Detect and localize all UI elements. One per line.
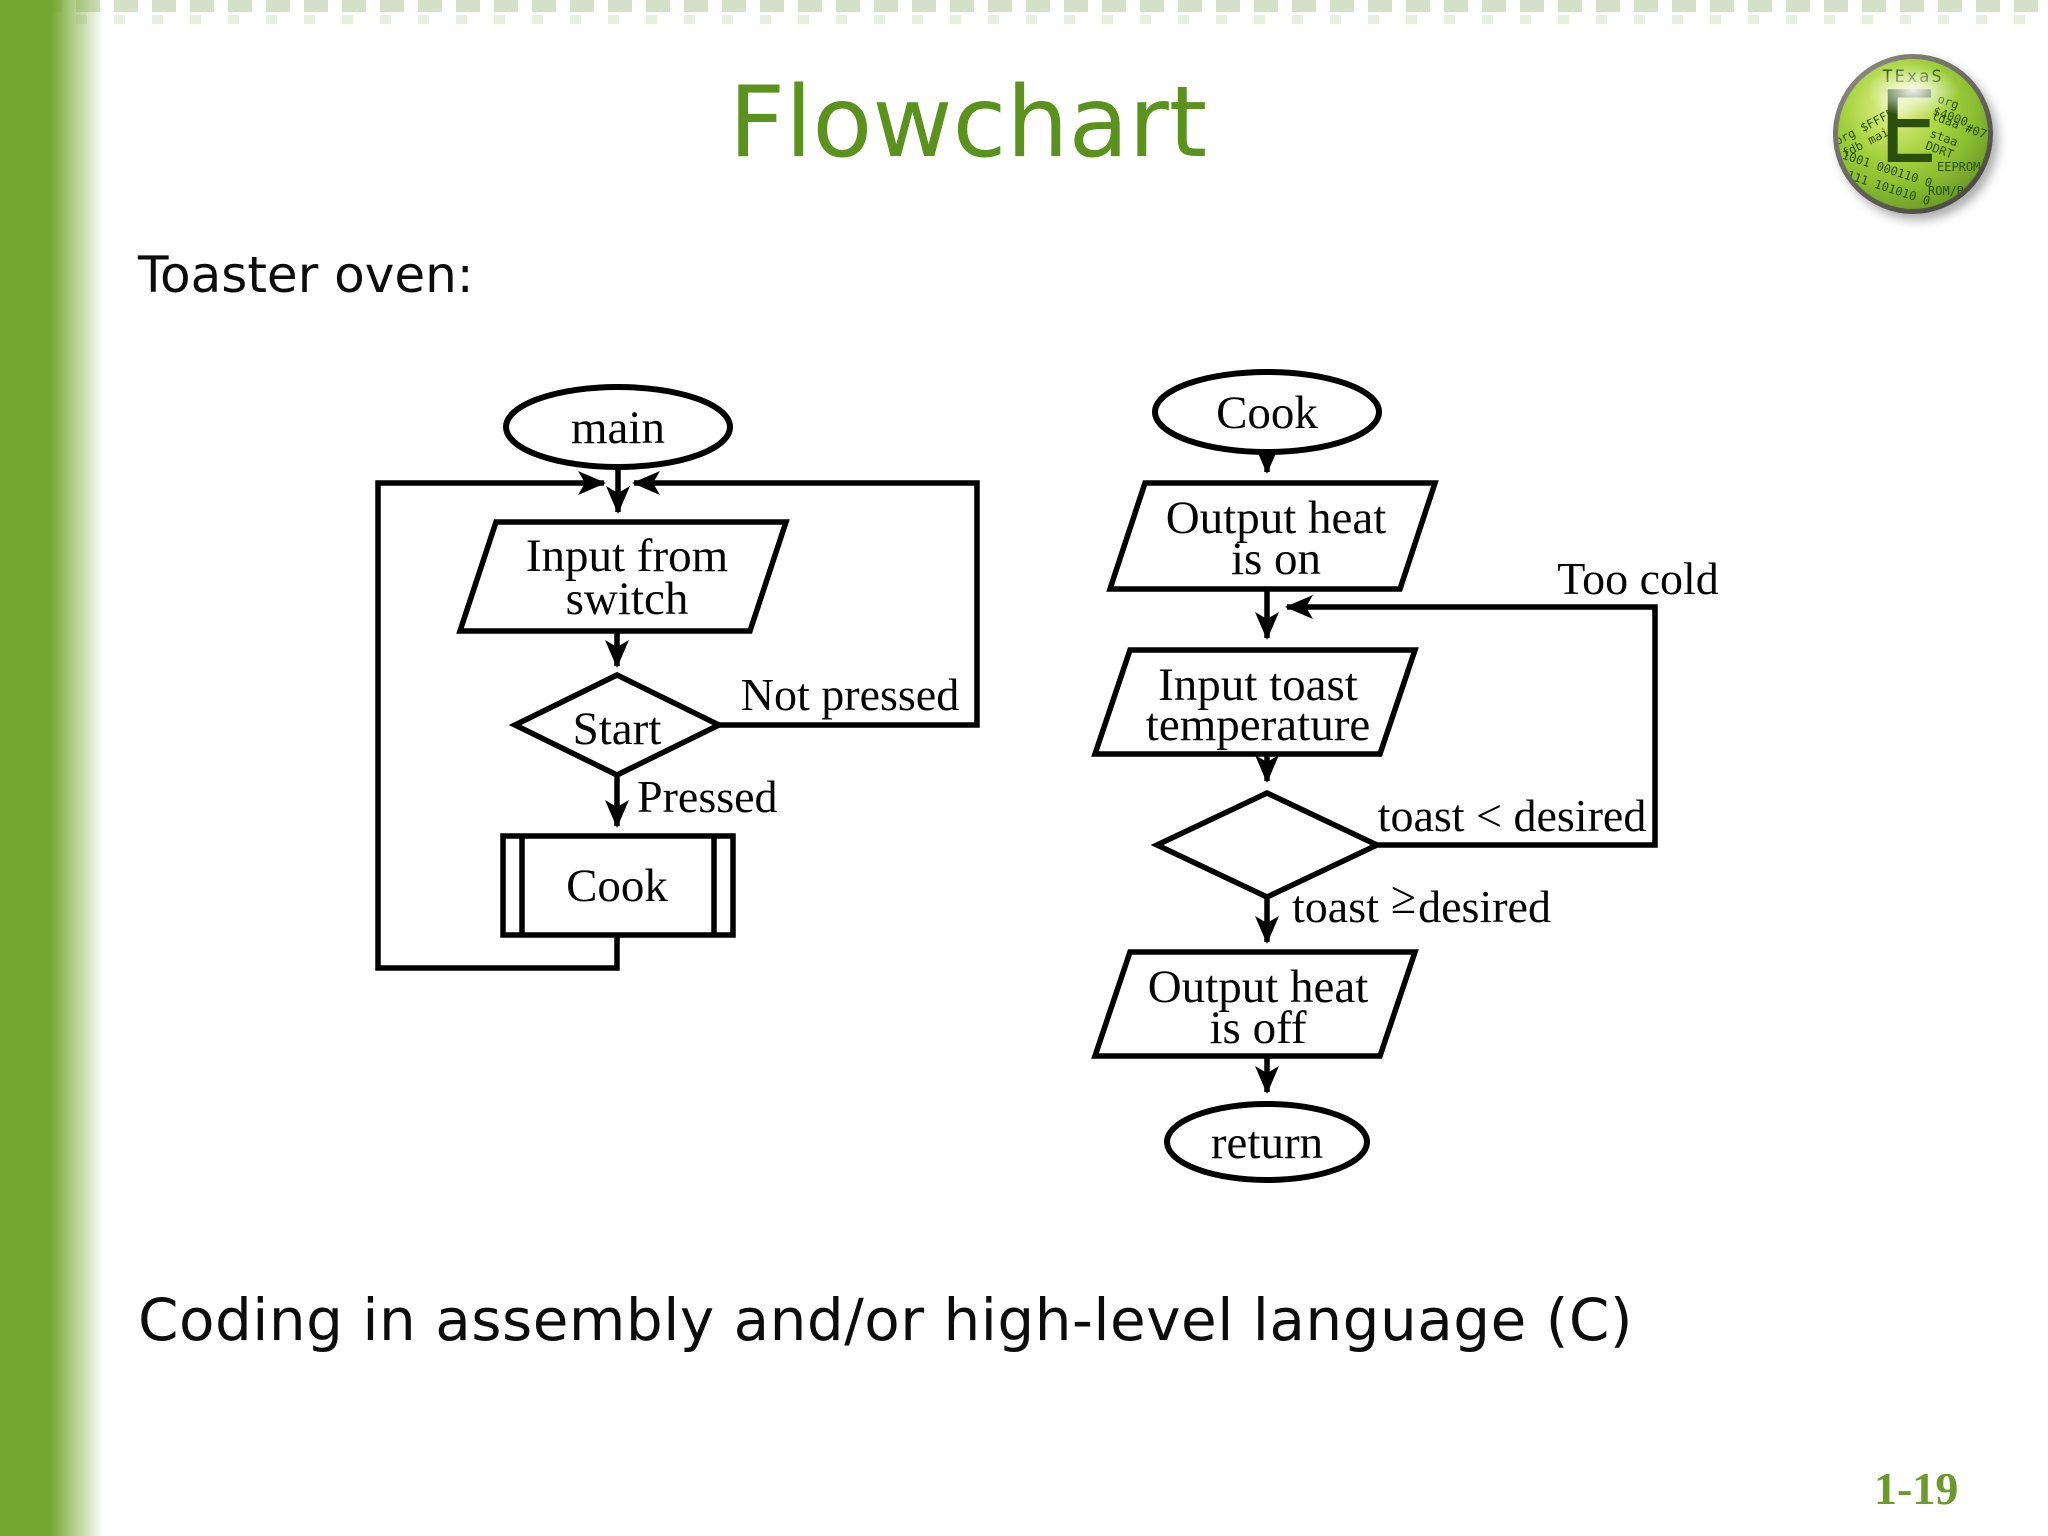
logo-eeprom-label: EEPROM [1937, 160, 1981, 174]
input-toast-temperature-parallelogram [1091, 647, 1419, 757]
top-dash-texture-row2 [0, 15, 2048, 24]
greater-equal-symbol: ≥ [1391, 872, 1416, 923]
toast-ge-word2: desired [1418, 881, 1551, 932]
input-toast-temperature-line2: temperature [1146, 699, 1370, 751]
slide-subtitle: Toaster oven: [138, 246, 474, 304]
left-green-gradient-bar [0, 0, 108, 1536]
toast-ge-desired-label: toast≥desired [1292, 872, 1551, 932]
toast-less-than-desired-label: toast < desired [1378, 790, 1647, 841]
cook-subroutine-label: Cook [566, 860, 668, 912]
toast-ge-word1: toast [1292, 881, 1379, 932]
cook-terminal-label: Cook [1216, 387, 1318, 439]
pressed-branch-label: Pressed [637, 771, 778, 822]
return-terminal-label: return [1211, 1117, 1323, 1169]
connector-cook-loop-back [375, 471, 620, 971]
slide-title: Flowchart [728, 66, 1208, 180]
main-terminal-oval [503, 384, 733, 470]
main-terminal-label: main [571, 402, 665, 454]
page-number: 1-19 [1874, 1463, 1959, 1514]
connector-not-pressed-loop [632, 471, 980, 728]
output-heat-on-line1: Output heat [1166, 492, 1387, 544]
texas-logo-ball: org $FFFE fdb main org $4000 ldaa #07 st… [1838, 59, 1988, 209]
connector-too-cold-loop [1285, 595, 1658, 848]
return-terminal-oval [1164, 1101, 1370, 1183]
logo-gloss-highlight [1865, 63, 1961, 118]
start-decision-label: Start [573, 703, 662, 755]
cook-subroutine-box [500, 833, 736, 938]
output-heat-off-line2: is off [1209, 1002, 1306, 1054]
input-from-switch-line2: switch [566, 573, 689, 625]
too-cold-branch-label: Too cold [1557, 553, 1719, 604]
start-decision-diamond [508, 671, 726, 779]
input-from-switch-parallelogram [456, 519, 790, 634]
texas-logo: org $FFFE fdb main org $4000 ldaa #07 st… [1833, 54, 1993, 214]
toast-decision-diamond [1150, 789, 1384, 901]
slide-footer: Coding in assembly and/or high-level lan… [138, 1286, 1633, 1354]
logo-rom-ram-label: ROM/RAM [1928, 184, 1979, 198]
output-heat-on-line2: is on [1231, 533, 1321, 585]
output-heat-off-line1: Output heat [1148, 961, 1369, 1013]
input-from-switch-line1: Input from [526, 530, 728, 582]
output-heat-off-parallelogram [1091, 949, 1419, 1059]
cook-terminal-oval [1152, 369, 1382, 455]
not-pressed-branch-label: Not pressed [741, 669, 959, 720]
input-toast-temperature-line1: Input toast [1158, 659, 1358, 711]
output-heat-on-parallelogram [1106, 480, 1439, 592]
top-dash-texture [0, 0, 2048, 12]
